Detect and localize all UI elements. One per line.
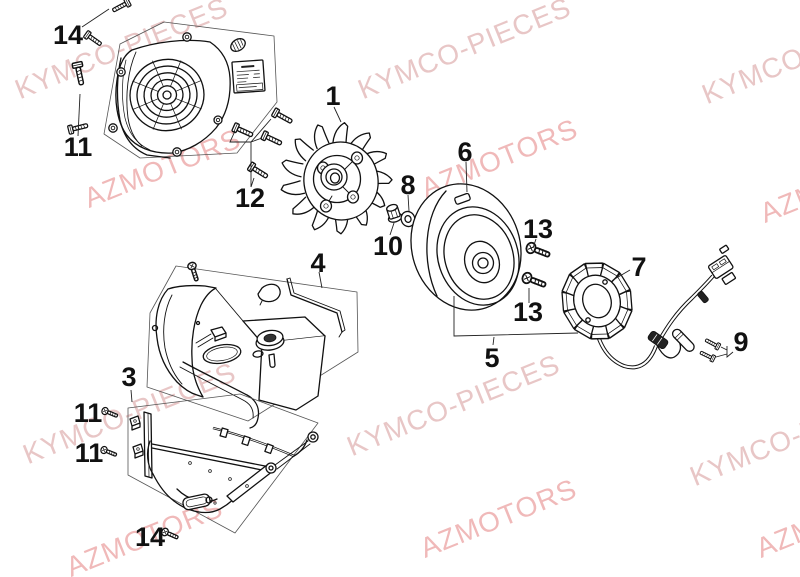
- callout-6: 6: [457, 137, 472, 167]
- leader-lines: [77, 8, 734, 403]
- spec-label-plate: [231, 59, 266, 94]
- harness-capsule: [671, 328, 695, 352]
- bolt-12-c: [270, 107, 295, 127]
- stator-assembly: [561, 244, 737, 370]
- callout-4: 4: [310, 248, 325, 278]
- screw-14-top-a: [110, 0, 132, 15]
- upper-shroud: [146, 265, 359, 429]
- fan-cover-grille: [129, 58, 205, 132]
- callouts: 14 11 12 1 8 10 6 13 13 5 7 9 4 3 11 11 …: [53, 20, 749, 552]
- fan-center-boss: [320, 163, 348, 191]
- bolt-9-a: [703, 336, 722, 351]
- cowl-tray: [146, 440, 311, 514]
- cover-cap: [230, 38, 246, 52]
- fan-cover-bolt-bosses: [108, 32, 223, 157]
- watermark-kymco-pieces: KYMCO-PIECES: [354, 0, 576, 105]
- bolt-9-b: [698, 348, 717, 363]
- callout-10: 10: [373, 231, 403, 261]
- harness-grommet: [647, 330, 669, 350]
- lower-cowl: [127, 393, 319, 534]
- bolt-12-b: [259, 129, 284, 149]
- watermark-azmotors: AZMOTORS: [756, 138, 800, 229]
- callout-11-mid: 11: [74, 398, 103, 428]
- screw-shroud-top: [186, 260, 202, 283]
- callout-12: 12: [235, 183, 265, 213]
- watermark-azmotors: AZMOTORS: [752, 473, 800, 564]
- fan-cover-assembly: [103, 21, 278, 159]
- callout-14-bottom: 14: [135, 522, 165, 552]
- callout-7: 7: [631, 252, 646, 282]
- fan-washer: [400, 210, 416, 228]
- callout-3: 3: [121, 362, 136, 392]
- watermark-azmotors: AZMOTORS: [416, 473, 582, 564]
- watermark-kymco-pieces: KYMCO-PIECES: [343, 348, 565, 462]
- cooling-fan: [280, 122, 393, 235]
- fan-nut: [386, 203, 403, 223]
- rotor-hub: [463, 240, 501, 284]
- callout-9: 9: [733, 327, 748, 357]
- callout-11-top: 11: [64, 132, 93, 162]
- lower-cowl-panel-outline: [127, 393, 319, 534]
- fan-hub-bosses: [316, 151, 364, 213]
- callout-13-lower: 13: [513, 297, 543, 327]
- shroud-front-face: [258, 335, 326, 411]
- cowl-rail: [212, 426, 319, 458]
- rotor-timing-slot: [454, 192, 471, 205]
- callout-5: 5: [484, 343, 499, 373]
- callout-8: 8: [400, 170, 415, 200]
- callout-14-top: 14: [53, 20, 83, 50]
- upper-shroud-panel-outline: [146, 265, 359, 422]
- watermark-kymco-pieces: KYMCO-PIECES: [698, 0, 800, 110]
- harness-connector: [707, 244, 737, 285]
- stator-ring: [573, 274, 621, 328]
- bolt-12-d: [246, 161, 271, 182]
- callout-11-lower: 11: [75, 438, 104, 468]
- shroud-scoop: [155, 284, 217, 398]
- fan-cover-body: [115, 39, 231, 154]
- watermark-kymco-pieces: KYMCO-PIECES: [686, 378, 800, 492]
- cowl-clips: [129, 415, 144, 459]
- fan-cover-panel-outline: [103, 21, 278, 159]
- screw-13-upper: [524, 240, 553, 261]
- callout-13-upper: 13: [523, 214, 553, 244]
- screw-13-lower: [520, 270, 549, 291]
- shroud-outlet-oval: [202, 343, 242, 365]
- callout-1: 1: [325, 81, 340, 111]
- flywheel-rotor: [410, 183, 522, 311]
